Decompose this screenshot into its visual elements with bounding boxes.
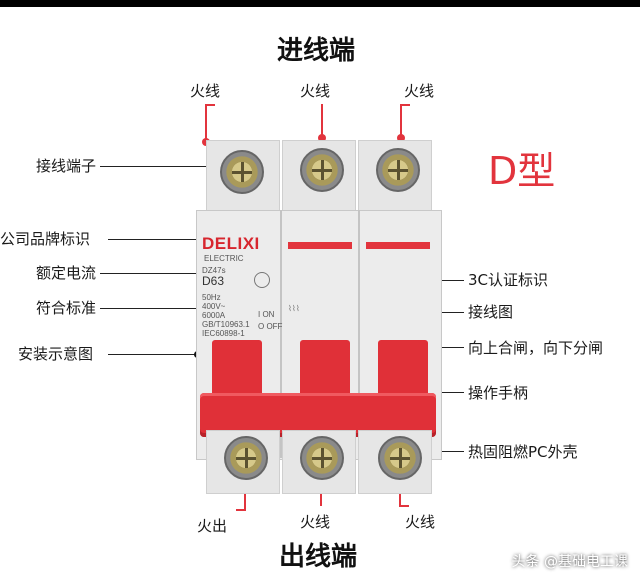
right-label-case: 热固阻燃PC外壳 [468,443,578,461]
title-input-end: 进线端 [277,36,356,66]
bottom-label-2: 火线 [300,513,331,531]
right-label-operation: 向上合闸，向下分闸 [468,339,604,357]
right-label-3c: 3C认证标识 [468,271,549,289]
terminal-screw-icon [378,436,422,480]
right-label-wiring: 接线图 [468,303,514,321]
red-stripe [288,242,352,249]
circuit-breaker: DELIXI ELECTRIC DZ47s D63 50Hz 400V~ 600… [196,140,442,515]
ccc-mark-icon [254,272,270,288]
model-label: D63 [202,274,225,288]
terminal-screw-icon [224,436,268,480]
type-label: D型 [488,149,556,193]
top-label-3: 火线 [404,82,435,100]
operating-handle[interactable] [200,393,436,437]
bottom-label-1: 火出 [197,517,228,535]
top-label-1: 火线 [190,82,221,100]
top-leader-3 [400,104,402,137]
off-label: O OFF [258,322,283,331]
brand-logo: DELIXI [202,234,260,253]
terminal-screw-icon [376,148,420,192]
bottom-label-3: 火线 [405,513,436,531]
title-output-end: 出线端 [279,542,358,572]
terminal-screw-icon [300,436,344,480]
left-label-install: 安装示意图 [18,345,94,363]
left-label-current: 额定电流 [36,264,97,282]
terminal-screw-icon [300,148,344,192]
left-label-brand: 公司品牌标识 [0,230,91,248]
left-label-terminal: 接线端子 [36,157,97,175]
brand-sub: ELECTRIC [204,254,244,263]
right-label-handle: 操作手柄 [468,384,529,402]
watermark: 头条 @基础电工课 [511,554,628,570]
red-stripe [366,242,430,249]
top-label-2: 火线 [300,82,331,100]
left-label-standard: 符合标准 [36,299,97,317]
top-leader-2 [321,104,323,137]
top-leader-1 [205,104,207,142]
top-bar [0,0,640,7]
wiring-diagram-icon: ⌇⌇⌇ [288,304,300,313]
on-label: I ON [258,310,275,319]
series-label: DZ47s [202,266,226,275]
terminal-screw-icon [220,150,264,194]
